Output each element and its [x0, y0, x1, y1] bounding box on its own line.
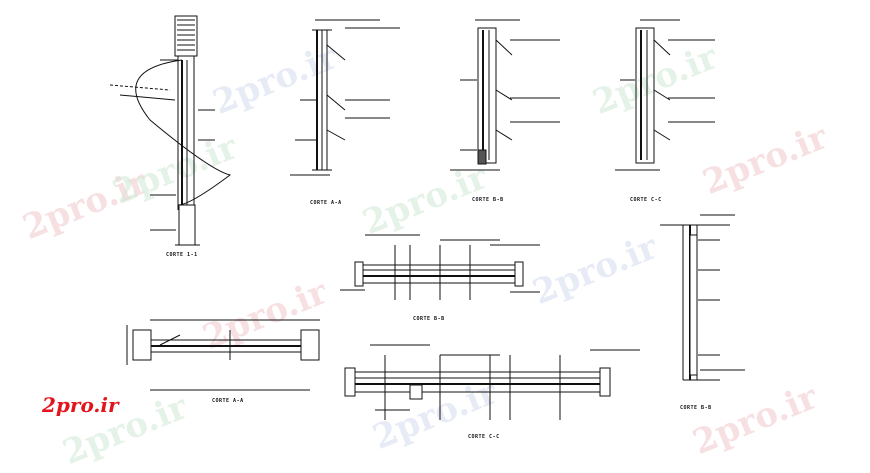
- drawing-caption: CORTE A-A: [212, 398, 244, 404]
- section-detail-2: [290, 19, 400, 176]
- section-detail-7: [126, 319, 320, 391]
- drawing-caption: CORTE B-B: [680, 405, 712, 411]
- section-detail-1: [109, 15, 232, 246]
- drawing-caption: CORTE 1-1: [166, 252, 198, 258]
- section-detail-5: [340, 234, 540, 300]
- site-logo: 2pro.ir: [42, 393, 119, 417]
- section-detail-6: [660, 214, 745, 381]
- drawing-caption: CORTE B-B: [472, 197, 504, 203]
- technical-drawing: [109, 15, 745, 420]
- drawing-caption: CORTE C-C: [468, 434, 500, 440]
- cad-drawing-sheet: 2pro.ir 2pro.ir 2pro.ir 2pro.ir 2pro.ir …: [17, 15, 833, 473]
- section-detail-3: [450, 19, 560, 171]
- drawing-caption: CORTE B-B: [413, 316, 445, 322]
- section-detail-4: [615, 19, 715, 171]
- section-detail-8: [344, 344, 640, 420]
- drawing-caption: CORTE A-A: [310, 200, 342, 206]
- drawing-caption: CORTE C-C: [630, 197, 662, 203]
